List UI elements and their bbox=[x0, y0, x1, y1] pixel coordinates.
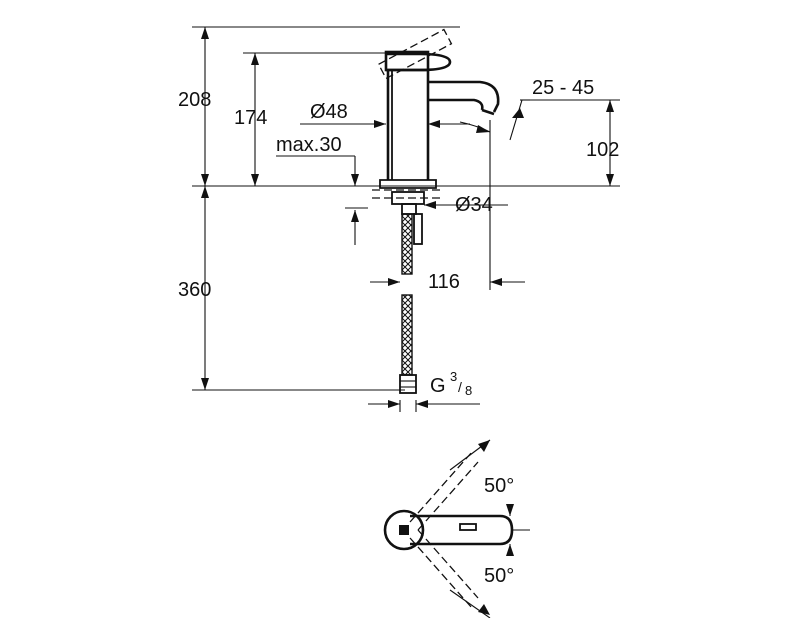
dimension-208-line bbox=[201, 27, 209, 186]
label-lever-angle: 25 - 45 bbox=[532, 77, 594, 99]
dimension-102-line bbox=[606, 100, 614, 186]
dimension-d48-line bbox=[300, 120, 470, 128]
label-rotation-top: 50° bbox=[484, 475, 514, 497]
dimension-max30-line bbox=[276, 155, 368, 245]
dimension-d34-line bbox=[424, 201, 508, 209]
label-projection: 116 bbox=[428, 271, 460, 293]
dimension-360-line bbox=[201, 186, 209, 390]
label-body-diameter: Ø48 bbox=[310, 101, 348, 123]
label-base-diameter: Ø34 bbox=[455, 194, 493, 216]
faucet-side-view bbox=[372, 28, 500, 245]
label-outlet-height: 102 bbox=[586, 139, 619, 161]
svg-text:G: G bbox=[430, 375, 446, 397]
label-connection-thread: G 3 / 8 bbox=[430, 369, 472, 398]
faucet-top-view bbox=[383, 439, 530, 618]
dimension-174-line bbox=[251, 53, 259, 186]
svg-text:8: 8 bbox=[465, 383, 472, 398]
svg-text:3: 3 bbox=[450, 369, 457, 384]
dimension-g38-line bbox=[368, 400, 480, 408]
label-hose-length: 360 bbox=[178, 279, 211, 301]
label-max-thickness: max.30 bbox=[276, 134, 342, 156]
flexible-hose bbox=[399, 213, 417, 394]
label-spout-height: 174 bbox=[234, 107, 267, 129]
dimension-116-line bbox=[370, 278, 525, 286]
svg-text:/: / bbox=[458, 379, 462, 395]
dimension-lever-angle-line bbox=[459, 99, 530, 141]
label-rotation-bottom: 50° bbox=[484, 565, 514, 587]
label-total-height: 208 bbox=[178, 89, 211, 111]
